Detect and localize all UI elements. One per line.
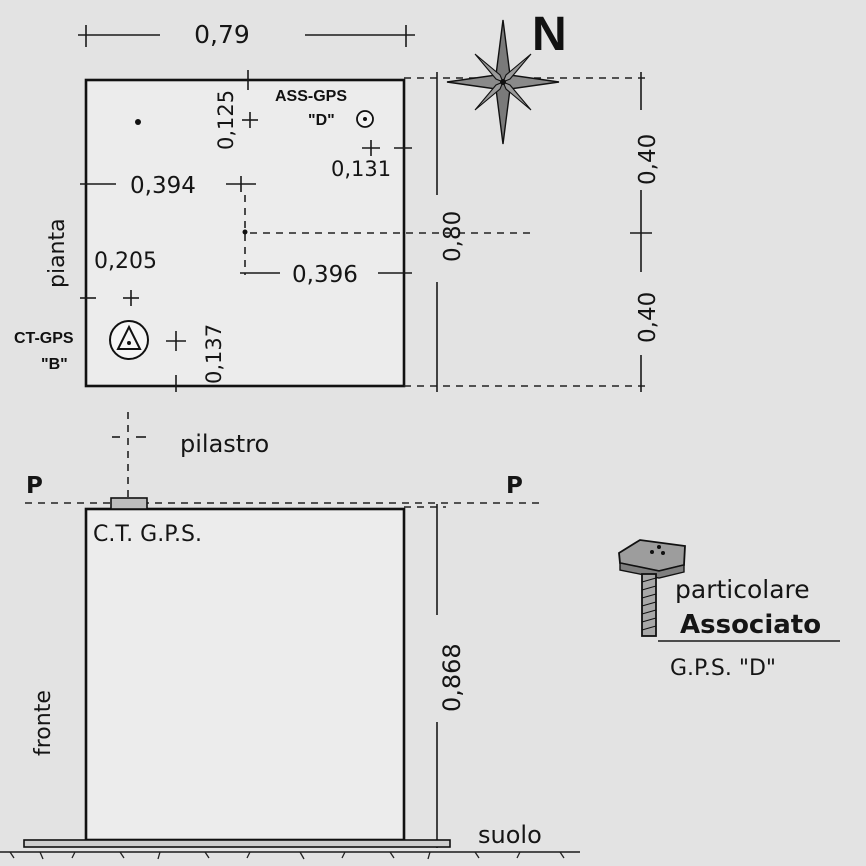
ct-gps-marker-icon	[109, 320, 149, 360]
plan-label: pianta	[45, 218, 70, 288]
front-label: fronte	[31, 690, 56, 756]
ground-strip	[23, 839, 451, 848]
ct-gps-label: CT-GPS	[14, 330, 74, 347]
detail-line-3: G.P.S. "D"	[670, 656, 776, 681]
bolt-icon	[618, 539, 686, 637]
offset-d-label: 0,205	[94, 249, 157, 274]
survey-dot	[135, 119, 141, 125]
detail-line-1: particolare	[675, 575, 810, 604]
ground-label: suolo	[478, 821, 542, 849]
offset-c-label: 0,131	[331, 157, 391, 181]
front-view: C.T. G.P.S. fronte 0,868 suolo	[0, 497, 580, 860]
ct-gps-id: "B"	[41, 356, 68, 373]
compass-rose-icon	[446, 19, 560, 145]
section-p-right: P	[506, 473, 523, 499]
centre-dot	[242, 229, 248, 235]
lower-half-dim-label: 0,40	[635, 292, 661, 343]
ass-gps-label: ASS-GPS	[275, 88, 347, 105]
cross-marks	[80, 112, 412, 392]
plan-view: 0,79 0,125 0,394 0,131 0,205 0,396	[14, 20, 661, 392]
ass-gps-id: "D"	[308, 112, 335, 129]
offset-b-label: 0,394	[130, 173, 196, 199]
width-dimension: 0,79	[78, 20, 415, 49]
front-rectangle	[84, 507, 406, 842]
associato-detail: particolare Associato G.P.S. "D"	[618, 539, 840, 681]
ass-gps-marker-icon	[356, 110, 374, 128]
offset-e-label: 0,396	[292, 262, 358, 288]
width-dim-label: 0,79	[194, 20, 250, 49]
offset-f-label: 0,137	[202, 324, 226, 384]
front-height-label: 0,868	[438, 643, 466, 712]
ground-hatch	[9, 851, 565, 860]
height-dim-label: 0,80	[440, 211, 466, 262]
front-ct-label: C.T. G.P.S.	[93, 522, 202, 547]
detail-line-2: Associato	[680, 610, 821, 640]
pillar-label: pilastro	[180, 430, 269, 458]
upper-half-dim-label: 0,40	[635, 134, 661, 185]
ct-gps-plate	[110, 497, 148, 510]
north-label: N	[532, 8, 567, 61]
pillar-link	[112, 412, 146, 500]
offset-a-label: 0,125	[214, 90, 238, 150]
section-p-left: P	[26, 473, 43, 499]
height-dimension: 0,80 0,40 0,40	[404, 72, 661, 392]
